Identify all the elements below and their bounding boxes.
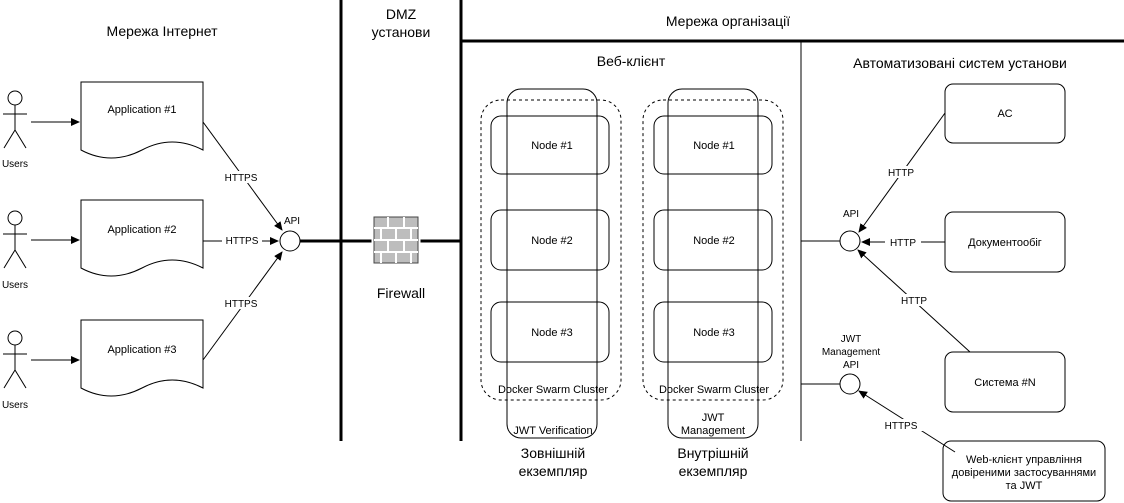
- jwt-management-api-node: [839, 373, 861, 395]
- zone-title-web-client: Веб-клієнт: [597, 53, 666, 69]
- jwt-api-label-3: API: [843, 360, 859, 371]
- https-label-web-client: HTTPS: [885, 421, 918, 432]
- web-client-app-box: [942, 440, 1106, 502]
- cluster-2-instance-line-1: Внутрішній: [677, 445, 748, 461]
- cluster-1-node-1: [490, 115, 610, 175]
- cluster-1-swarm-label: Docker Swarm Cluster: [498, 384, 608, 396]
- cluster-1-instance-line-1: Зовнішній: [521, 445, 585, 461]
- application-label-2: Application #2: [107, 224, 176, 236]
- external-api-label: API: [284, 216, 300, 227]
- application-doc-2: [80, 199, 204, 277]
- user-actor-1: [3, 90, 27, 149]
- jwt-api-label-1: JWT: [841, 334, 862, 345]
- system-box-system-n: [944, 351, 1066, 413]
- application-label-1: Application #1: [107, 104, 176, 116]
- system-label-docflow: Документообіг: [968, 237, 1042, 249]
- cluster-2-instance-line-2: екземпляр: [679, 463, 748, 479]
- application-doc-3: [80, 319, 204, 397]
- system-label-system-n: Система #N: [974, 377, 1035, 389]
- zone-title-organization: Мережа організації: [666, 13, 790, 29]
- cluster-2-role-label-2: Management: [681, 425, 745, 437]
- web-client-app-line-1: Web-клієнт управління: [966, 454, 1082, 466]
- zone-title-automated-systems: Автоматизовані систем установи: [853, 55, 1067, 71]
- cluster-1-role-label: JWT Verification: [513, 425, 592, 437]
- https-label-2: HTTPS: [226, 236, 259, 247]
- zone-title-dmz-2: установи: [372, 24, 431, 40]
- cluster-1-role-container: [506, 88, 598, 439]
- cluster-1-node-3: [490, 301, 610, 363]
- http-label-as: HTTP: [888, 168, 914, 179]
- cluster-1-node-1-label: Node #1: [531, 140, 573, 152]
- cluster-2-node-2-label: Node #2: [693, 235, 735, 247]
- cluster-1-instance-line-2: екземпляр: [519, 463, 588, 479]
- cluster-2-node-2: [653, 209, 773, 271]
- cluster-1-node-2-label: Node #2: [531, 235, 573, 247]
- https-label-3: HTTPS: [225, 299, 258, 310]
- system-label-as: АС: [997, 108, 1012, 120]
- user-label-1: Users: [2, 159, 28, 170]
- jwt-api-label-2: Management: [822, 347, 881, 358]
- cluster-2-node-1: [653, 115, 773, 175]
- cluster-2-node-1-label: Node #1: [693, 140, 735, 152]
- zone-title-internet: Мережа Інтернет: [107, 23, 219, 39]
- user-actor-2: [3, 210, 27, 269]
- cluster-2-swarm-boundary: [642, 99, 784, 401]
- https-label-1: HTTPS: [225, 173, 258, 184]
- cluster-1-node-3-label: Node #3: [531, 327, 573, 339]
- cluster-2-node-3-label: Node #3: [693, 327, 735, 339]
- user-actor-3: [3, 330, 27, 389]
- application-label-3: Application #3: [107, 344, 176, 356]
- internal-api-label: API: [843, 209, 859, 220]
- cluster-2-swarm-label: Docker Swarm Cluster: [659, 384, 769, 396]
- user-label-3: Users: [2, 400, 28, 411]
- cluster-2-node-3: [653, 301, 773, 363]
- application-doc-1: [80, 81, 204, 159]
- external-api-node: [279, 230, 301, 252]
- internal-api-node: [839, 230, 861, 252]
- web-client-app-line-3: та JWT: [1006, 480, 1043, 492]
- firewall-label: Firewall: [377, 285, 425, 301]
- user-label-2: Users: [2, 280, 28, 291]
- web-client-app-line-2: довіреними застосуваннями: [952, 467, 1096, 479]
- http-label-system-n: HTTP: [901, 296, 927, 307]
- cluster-2-role-label-1: JWT: [702, 412, 725, 424]
- cluster-1-swarm-boundary: [480, 99, 622, 401]
- http-label-docflow: HTTP: [890, 238, 916, 249]
- zone-title-dmz-1: DMZ: [386, 6, 417, 22]
- firewall-icon: [371, 214, 421, 266]
- cluster-1-node-2: [490, 209, 610, 271]
- cluster-2-role-container: [667, 88, 759, 439]
